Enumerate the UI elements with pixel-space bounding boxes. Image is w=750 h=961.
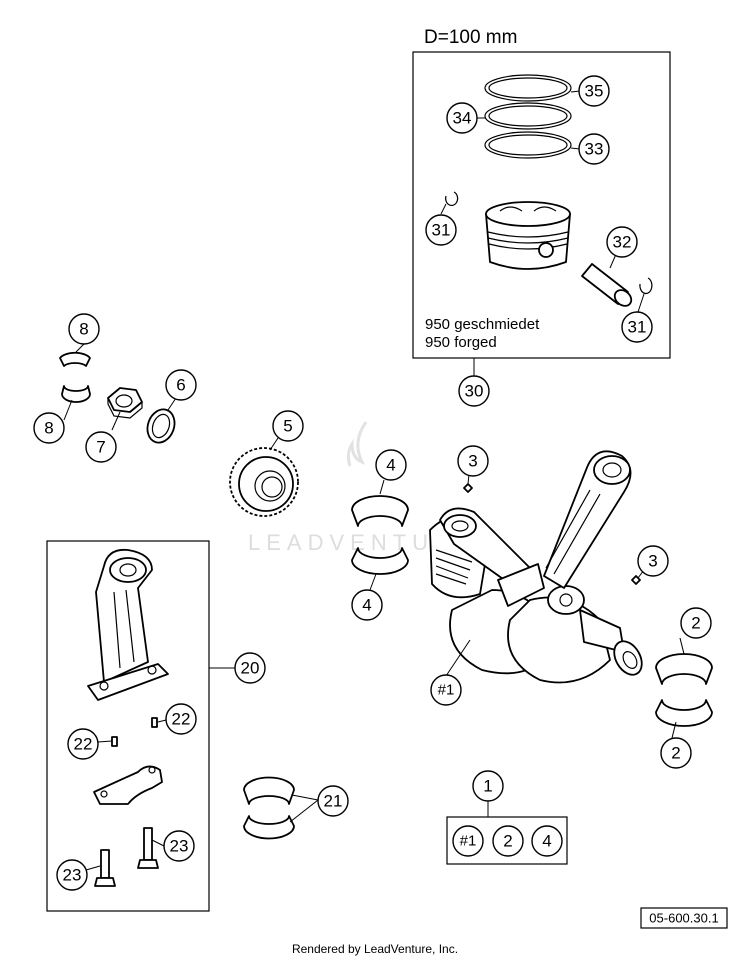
svg-text:#1: #1: [460, 833, 477, 850]
piston-ring-35: [484, 74, 572, 102]
kit-1-box: [446, 816, 568, 865]
callout-3-top: 3: [457, 445, 489, 477]
crankshaft: [429, 515, 643, 684]
svg-text:21: 21: [324, 792, 343, 811]
callout-31-top: 31: [425, 214, 457, 246]
bolt-23-right: [137, 827, 159, 869]
pin-3-upper: [463, 483, 473, 493]
svg-text:5: 5: [283, 417, 292, 436]
svg-text:22: 22: [172, 710, 191, 729]
bearing-shell-8-lower: [61, 385, 91, 403]
svg-text:3: 3: [468, 452, 477, 471]
callout-22-right: 22: [165, 703, 197, 735]
callout-3-right: 3: [637, 545, 669, 577]
svg-text:35: 35: [585, 82, 604, 101]
svg-text:8: 8: [79, 320, 88, 339]
circlip-31-bottom: [639, 277, 653, 295]
piston-ring-34: [484, 102, 572, 130]
kit-callout-2: 2: [492, 825, 524, 857]
connecting-rod-upper: [543, 450, 632, 589]
callout-2-top: 2: [680, 607, 712, 639]
callout-31-bottom: 31: [621, 311, 653, 343]
callout-30: 30: [458, 375, 490, 407]
footer-credit: Rendered by LeadVenture, Inc.: [292, 942, 458, 956]
svg-text:33: 33: [585, 140, 604, 159]
bearing-shell-21-upper: [243, 776, 295, 805]
dowel-22-right: [151, 717, 158, 728]
svg-text:31: 31: [432, 221, 451, 240]
callout-32: 32: [606, 226, 638, 258]
bearing-shell-4-upper: [351, 495, 409, 527]
washer-6: [146, 408, 176, 444]
svg-text:3: 3: [648, 552, 657, 571]
svg-text:7: 7: [96, 438, 105, 457]
kit-callout-4: 4: [531, 825, 563, 857]
callout-20: 20: [234, 652, 266, 684]
svg-text:6: 6: [176, 376, 185, 395]
svg-text:31: 31: [628, 318, 647, 337]
svg-text:2: 2: [691, 614, 700, 633]
callout-23-right: 23: [163, 830, 195, 862]
piston-kit-box: [412, 51, 671, 359]
callout-7: 7: [85, 431, 117, 463]
callout-6: 6: [165, 369, 197, 401]
callout-23-left: 23: [56, 859, 88, 891]
callout-5: 5: [272, 410, 304, 442]
svg-text:34: 34: [453, 109, 472, 128]
piston-note-line2: 950 forged: [425, 334, 497, 351]
callout-2-bottom: 2: [660, 737, 692, 769]
nut-7: [107, 387, 143, 419]
svg-text:32: 32: [613, 233, 632, 252]
reference-number: 05-600.30.1: [640, 907, 728, 929]
svg-text:23: 23: [170, 837, 189, 856]
bearing-shell-2-lower: [655, 699, 713, 727]
piston-note-line1: 950 geschmiedet: [425, 316, 540, 333]
svg-text:4: 4: [386, 456, 395, 475]
reference-text: 05-600.30.1: [649, 911, 718, 926]
rod-cap: [93, 765, 163, 805]
bearing-shell-21-lower: [243, 815, 295, 840]
callout-8-bottom: 8: [33, 412, 65, 444]
conrod-kit-box: [46, 540, 210, 912]
callout-1: 1: [472, 770, 504, 802]
piston: [485, 201, 571, 270]
callout-4-bottom: 4: [351, 589, 383, 621]
svg-text:1: 1: [483, 777, 492, 796]
callout-33: 33: [578, 133, 610, 165]
callout-4-top: 4: [375, 449, 407, 481]
svg-text:8: 8: [44, 419, 53, 438]
kit-callout-hash1: #1: [452, 825, 484, 857]
circlip-31-top: [445, 191, 459, 207]
svg-text:23: 23: [63, 866, 82, 885]
svg-text:4: 4: [542, 832, 551, 851]
svg-text:22: 22: [74, 735, 93, 754]
callout-34: 34: [446, 102, 478, 134]
dowel-22-left: [111, 736, 118, 747]
connecting-rod-lower: [439, 507, 545, 607]
svg-text:#1: #1: [438, 682, 455, 699]
piston-pin: [581, 263, 633, 307]
connecting-rod-20: [87, 548, 169, 701]
svg-text:20: 20: [241, 659, 260, 678]
gear-5: [229, 447, 299, 517]
callout-22-left: 22: [67, 728, 99, 760]
svg-text:2: 2: [671, 744, 680, 763]
callout-35: 35: [578, 75, 610, 107]
bolt-23-left: [94, 849, 116, 887]
callout-8-top: 8: [68, 313, 100, 345]
svg-text:30: 30: [465, 382, 484, 401]
svg-text:4: 4: [362, 596, 371, 615]
piston-ring-33: [484, 131, 572, 159]
svg-text:2: 2: [503, 832, 512, 851]
bearing-shell-8-upper: [59, 351, 91, 367]
callout-hash1: #1: [430, 674, 462, 706]
dimension-label: D=100 mm: [424, 27, 517, 48]
callout-21: 21: [317, 785, 349, 817]
bearing-shell-2-upper: [655, 653, 713, 685]
bearing-shell-4-lower: [351, 547, 409, 575]
